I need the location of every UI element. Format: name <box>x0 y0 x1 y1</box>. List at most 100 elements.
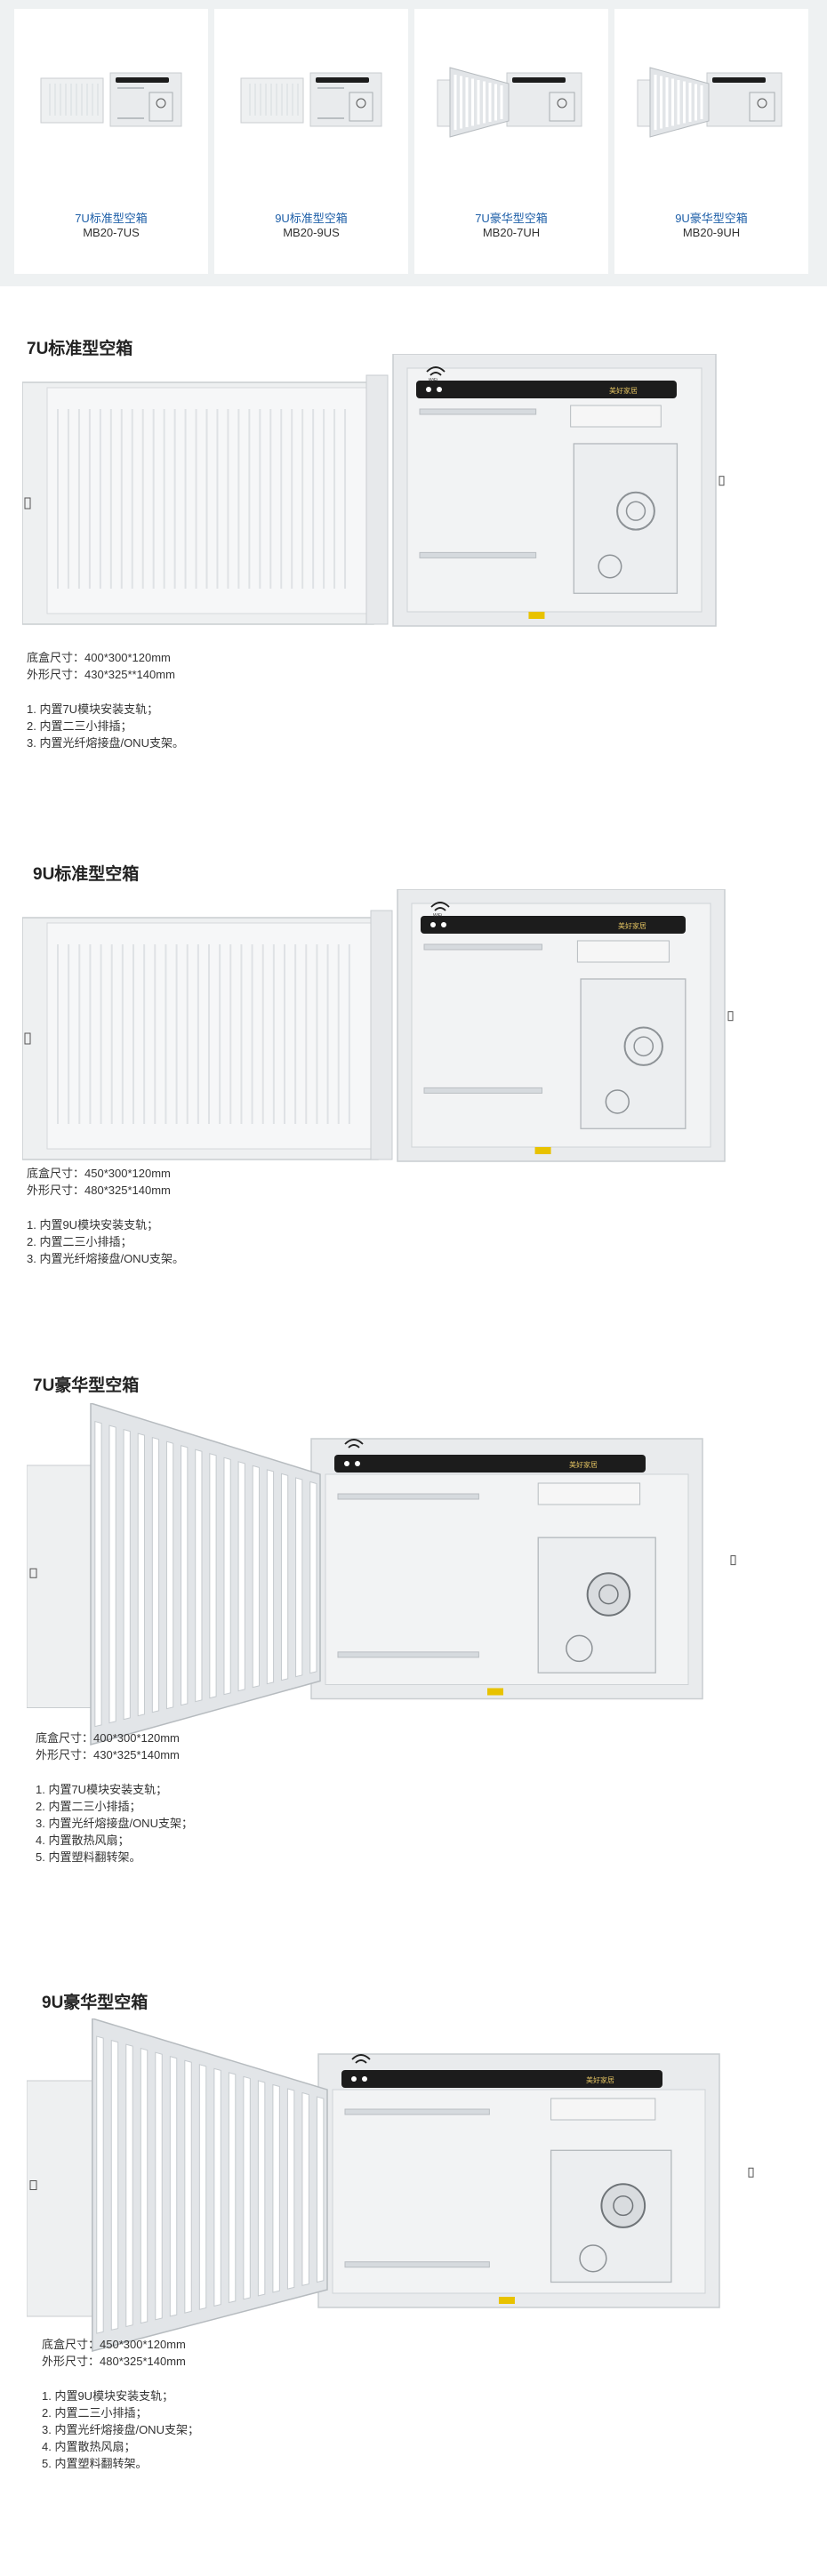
door-vent-slot <box>286 2088 295 2290</box>
onu-bracket <box>580 978 686 1129</box>
warning-label <box>487 1688 503 1696</box>
panel-brand-text: 美好家居 <box>618 921 646 930</box>
thumbnail-illustration <box>437 67 582 138</box>
feature-item: 5. 内置塑料翻转架。 <box>42 2457 148 2470</box>
product-thumbnail <box>437 67 582 138</box>
feature-item: 3. 内置光纤熔接盘/ONU支架。 <box>27 736 184 750</box>
grilled-door-panel <box>90 1403 321 1745</box>
product-section-7uh: 7U豪华型空箱 美好家居 底盒尺寸：400*300*120mm 外形尺寸：430… <box>0 1369 827 1903</box>
door-vent-slot <box>94 1420 102 1728</box>
feature-item: 2. 内置二三小排插； <box>27 1235 132 1248</box>
feature-list: 1. 内置7U模块安装支轨； 2. 内置二三小排插； 3. 内置光纤熔接盘/ON… <box>27 701 184 751</box>
feature-item: 1. 内置9U模块安装支轨； <box>27 1218 159 1232</box>
thumbnail-illustration <box>240 72 382 127</box>
fan-grill-icon <box>623 1026 663 1066</box>
door-vent-slot <box>165 1440 174 1710</box>
card-product-model: MB20-9UH <box>682 226 741 239</box>
product-card-7uh[interactable]: 7U豪华型空箱 MB20-7UH <box>414 9 608 274</box>
card-product-name[interactable]: 9U标准型空箱 <box>275 212 348 225</box>
feature-list: 1. 内置9U模块安装支轨； 2. 内置二三小排插； 3. 内置光纤熔接盘/ON… <box>42 2387 199 2472</box>
panel-brand-text: 美好家居 <box>569 1460 598 1469</box>
fan-grill-icon <box>586 1572 631 1617</box>
onu-bracket <box>149 92 173 122</box>
onu-bracket <box>749 92 775 122</box>
door-vent-slot <box>237 1461 245 1692</box>
feature-item: 3. 内置光纤熔接盘/ONU支架； <box>36 1817 193 1830</box>
door-vent-slot <box>209 1453 217 1699</box>
power-strip <box>576 940 670 963</box>
box-size-spec: 底盒尺寸：400*300*120mm <box>36 1731 180 1745</box>
card-product-name[interactable]: 7U标准型空箱 <box>75 212 148 225</box>
box-size-spec: 底盒尺寸：400*300*120mm <box>27 651 171 664</box>
door-vent-slot <box>316 2096 325 2283</box>
fan-grill-icon <box>757 98 767 108</box>
section-title: 9U标准型空箱 <box>33 865 140 884</box>
fiber-spool <box>598 554 622 579</box>
door-vent-slot <box>123 1428 131 1721</box>
outer-size-spec: 外形尺寸：430*325**140mm <box>27 668 175 681</box>
fan-grill-icon <box>616 491 655 531</box>
product-thumbnail <box>40 72 182 127</box>
door-vent-slot <box>309 1481 317 1674</box>
door-latch-icon <box>29 1568 37 1578</box>
door-vent-slot <box>295 1477 303 1678</box>
feature-item: 4. 内置散热风扇； <box>42 2440 136 2453</box>
door-vent-slot <box>257 2080 266 2297</box>
door-vent-slot <box>151 1437 160 1713</box>
door-vent-slot <box>223 1457 231 1696</box>
bottom-mounting-rail <box>423 1087 542 1094</box>
front-control-panel <box>316 77 369 83</box>
onu-bracket <box>573 443 678 594</box>
bottom-mounting-rail <box>419 551 537 558</box>
feature-item: 2. 内置二三小排插； <box>42 2406 148 2420</box>
panel-brand-text: 美好家居 <box>609 386 638 395</box>
bottom-mounting-rail <box>337 1651 479 1658</box>
product-section-9uh: 9U豪华型空箱 美好家居 底盒尺寸：450*300*120mm 外形尺寸：480… <box>0 1985 827 2554</box>
wifi-icon <box>426 366 446 376</box>
bottom-mounting-rail <box>317 117 344 119</box>
wifi-icon <box>344 1439 364 1448</box>
product-card-strip: 7U标准型空箱 MB20-7US 9U标准型空箱 MB20-9US 7U豪华型空… <box>0 0 827 286</box>
door-vent-slot <box>243 2075 251 2300</box>
top-mounting-rail <box>423 943 542 951</box>
section-title: 7U豪华型空箱 <box>33 1376 140 1395</box>
card-product-model: MB20-9US <box>283 226 340 239</box>
card-product-model: MB20-7UH <box>482 226 541 239</box>
door-vent-slot <box>108 1424 116 1724</box>
feature-item: 5. 内置塑料翻转架。 <box>36 1850 141 1864</box>
side-handle-icon <box>730 1555 736 1566</box>
bottom-mounting-rail <box>117 117 144 119</box>
product-image: 美好家居 <box>27 1403 736 1745</box>
enclosure-illustration: 美好家居 <box>27 1403 736 1745</box>
outer-size-spec: 外形尺寸：480*325*140mm <box>42 2355 186 2368</box>
door-vent-slot <box>272 2083 280 2293</box>
section-title: 7U标准型空箱 <box>27 340 133 358</box>
front-control-panel <box>712 77 766 83</box>
product-card-7us[interactable]: 7U标准型空箱 MB20-7US <box>14 9 208 274</box>
indicator-light <box>441 922 446 927</box>
door-vent-slot <box>266 1469 275 1685</box>
wifi-icon <box>430 902 450 911</box>
product-card-9uh[interactable]: 9U豪华型空箱 MB20-9UH <box>614 9 808 274</box>
warning-label <box>528 612 545 619</box>
warning-label <box>534 1147 551 1154</box>
side-handle-icon <box>727 1011 734 1022</box>
top-mounting-rail <box>117 87 144 89</box>
door-vent-slot <box>198 2064 207 2310</box>
fan-hub <box>633 1036 654 1057</box>
card-product-name[interactable]: 7U豪华型空箱 <box>475 212 548 225</box>
section-title: 9U豪华型空箱 <box>42 1994 149 2012</box>
product-card-9us[interactable]: 9U标准型空箱 MB20-9US <box>214 9 408 274</box>
product-thumbnail <box>240 72 382 127</box>
feature-item: 2. 内置二三小排插； <box>27 719 132 733</box>
card-product-name[interactable]: 9U豪华型空箱 <box>675 212 748 225</box>
door-vent-slot <box>252 1465 260 1689</box>
door-vent-slot <box>155 2051 163 2321</box>
thumbnail-illustration <box>40 72 182 127</box>
box-size-spec: 底盒尺寸：450*300*120mm <box>42 2338 186 2351</box>
